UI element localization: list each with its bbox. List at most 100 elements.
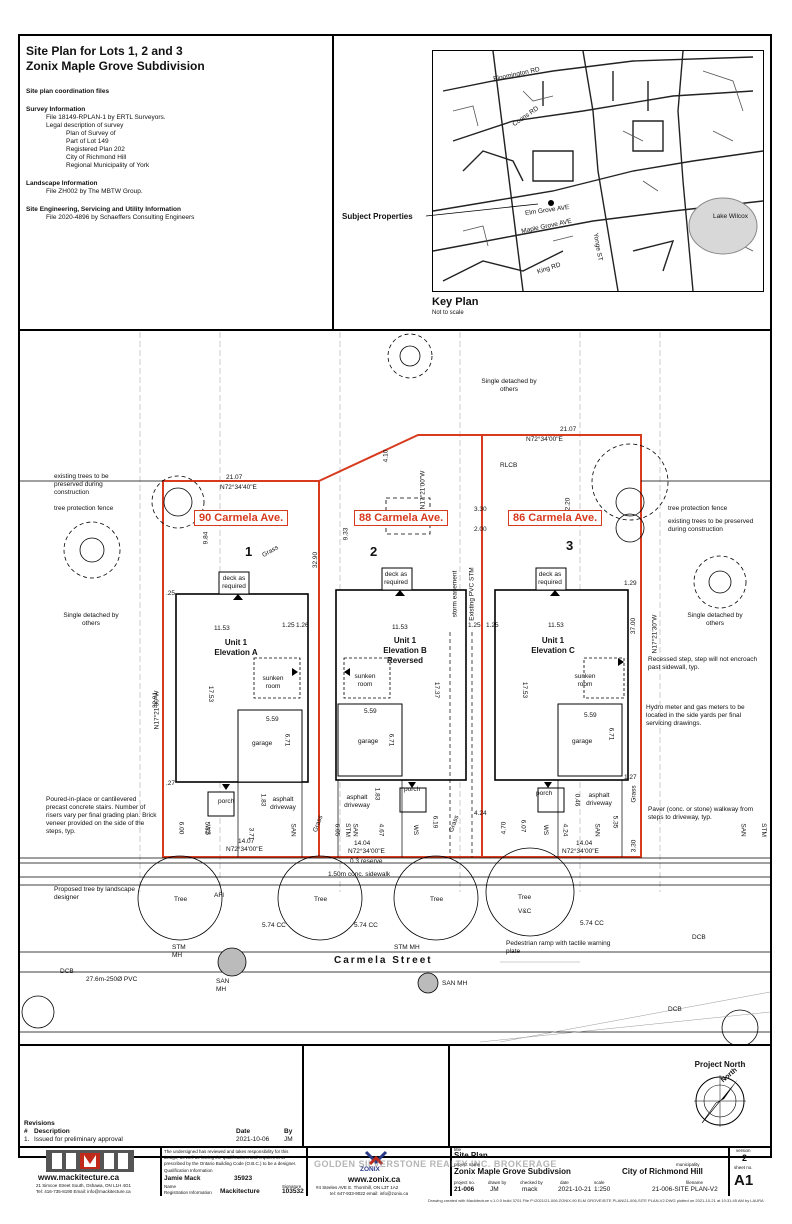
porch-label-2: porch [404, 786, 421, 793]
width-1: 11.53 [214, 625, 230, 632]
project-name-caption: project name [454, 1162, 481, 1167]
rev-header-desc: Description [34, 1128, 70, 1135]
lot-2-unit-name: Unit 1 [393, 636, 417, 645]
ws-label-1: WS [204, 824, 212, 836]
checked-by-caption: checked by [520, 1180, 543, 1185]
paver-note: Paver (conc. or stone) walkway from step… [648, 806, 754, 821]
legal-heading: Legal description of survey [46, 122, 124, 129]
garage-width-1: 5.59 [266, 716, 279, 723]
dim-lot3-rear-b: 2.20 [564, 497, 572, 511]
lot-2-number: 2 [370, 544, 378, 559]
single-detached-top: Single detached by others [481, 378, 537, 393]
porch-3 [537, 787, 565, 813]
key-plan-subtitle: Not to scale [432, 310, 464, 316]
qualification-heading: Qualification Information [164, 1168, 213, 1173]
title-block: Site Plan for Lots 1, 2 and 3 Zonix Mapl… [18, 34, 334, 330]
legal-line: Part of Lot 149 [66, 138, 109, 145]
depth-3: 17.53 [521, 681, 529, 699]
lot-3-boundary [481, 434, 642, 858]
sunken-label-2: sunken room [354, 673, 376, 688]
version-number: 2 [742, 1153, 748, 1163]
deck-label-2: deck as required [384, 571, 408, 586]
dim-lot2-rear: 2.00 [474, 526, 487, 533]
afi-label: AFI [214, 892, 225, 899]
dim-front-2: 14.04 [354, 840, 371, 847]
dim-side-e: 1.25 [486, 622, 499, 629]
landscape-heading: Landscape Information [26, 180, 98, 187]
version-caption: version [736, 1148, 751, 1153]
dim-front-1-bearing: N72°34'00"E [226, 846, 263, 853]
legal-line: Regional Municipality of York [66, 162, 150, 169]
lot-3-unit: Unit 1 Elevation C [516, 636, 590, 656]
garage-3 [557, 703, 623, 777]
porch-2 [399, 787, 427, 813]
watermark: GOLDEN SILVERSTONE REALTY INC. BROKERAGE [314, 1159, 557, 1169]
stm-mh-mid: STM MH [394, 944, 420, 951]
san-label-4: SAN [739, 823, 747, 837]
garage-depth-1: 6.71 [283, 733, 291, 747]
porch-label-3: porch [536, 790, 553, 797]
checked-by: mack [522, 1186, 538, 1193]
lake-shape [688, 197, 758, 255]
deck-label-3: deck as required [538, 571, 562, 586]
san-label-2: SAN [351, 823, 359, 837]
legal-line: Plan of Survey of [66, 130, 116, 137]
north-arrow-block: Project North North [680, 1060, 760, 1131]
porch-1 [207, 791, 235, 817]
lot-1-unit: Unit 1 Elevation A [200, 638, 272, 658]
rlcb-label: RLCB [500, 462, 518, 469]
pedestrian-ramp-note: Pedestrian ramp with tactile warning pla… [506, 940, 611, 955]
bottom-divider-1 [160, 1146, 162, 1196]
firm-name: Mackitecture [220, 1188, 260, 1195]
project-no-caption: project no. [454, 1180, 476, 1185]
asphalt-label-2: asphalt driveway [344, 794, 370, 809]
dim-top-right-bearing: N72°34'00"E [526, 436, 563, 443]
dim-lot1-step: 1.83 [259, 793, 267, 807]
lot-2-elevation: Elevation B [383, 646, 427, 655]
easement-label: storm easement [451, 570, 459, 618]
dim-lot2-side: 32.90 [312, 551, 320, 569]
dim-cc-1: 5.74 CC [262, 922, 286, 929]
firm-bcin: 103532 [282, 1188, 304, 1195]
asphalt-label-3: asphalt driveway [586, 792, 612, 807]
deck-label-1: deck as required [222, 575, 246, 590]
dim-front-3: 14.04 [576, 840, 593, 847]
sunken-label-1: sunken room [262, 675, 284, 690]
grass-label-4: Grass [630, 785, 638, 803]
dim-lot2-extra: 9.33 [342, 527, 350, 541]
dim-lot1-front-a: 6.00 [177, 821, 185, 835]
lot-2-address: 88 Carmela Ave. [354, 510, 449, 526]
deck-2 [381, 567, 413, 591]
dim-side-f: 1.29 [624, 580, 637, 587]
mack-url: www.mackitecture.ca [38, 1173, 120, 1182]
lot-3-unit-name: Unit 1 [541, 636, 565, 645]
single-detached-right: Single detached by others [687, 612, 743, 627]
dim-lot2-top: 4.10 [382, 449, 390, 463]
lot-2-elevation-2: Reversed [386, 656, 424, 665]
lot-1-unit-name: Unit 1 [224, 638, 248, 647]
engineering-heading: Site Engineering, Servicing and Utility … [26, 206, 181, 213]
revisions-title: Revisions [24, 1120, 55, 1127]
dim-side-c: 1.26 [296, 622, 309, 629]
dim-lot3-rear: 3.30 [630, 839, 638, 853]
street-name: Carmela Street [334, 955, 433, 966]
vc-label: V&C [518, 908, 532, 915]
dim-side-b: 1.25 [282, 622, 295, 629]
proposed-tree-note: Proposed tree by landscape designer [54, 886, 135, 901]
sunken-label-3: sunken room [574, 673, 596, 688]
qualification-text: The undersigned has reviewed and takes r… [164, 1149, 297, 1166]
lot-1-number: 1 [245, 544, 253, 559]
divider-top [18, 329, 772, 331]
filename: 21-006-SITE PLAN-V2 [652, 1186, 718, 1193]
lot-3-number: 3 [566, 538, 574, 553]
municipality-caption: municipality [676, 1162, 700, 1167]
subject-properties-label: Subject Properties [342, 212, 413, 221]
key-plan-title: Key Plan [432, 296, 479, 308]
scale-caption: scale [594, 1180, 605, 1185]
dim-side-h: 1.27 [624, 774, 637, 781]
dim-lot2-front-a: 6.05 [333, 823, 341, 837]
signature-caption: Signature [282, 1184, 302, 1189]
garage-label-3: garage [572, 738, 593, 745]
sheet-number: A1 [734, 1172, 754, 1189]
sheet-caption: sheet no. [734, 1165, 753, 1170]
